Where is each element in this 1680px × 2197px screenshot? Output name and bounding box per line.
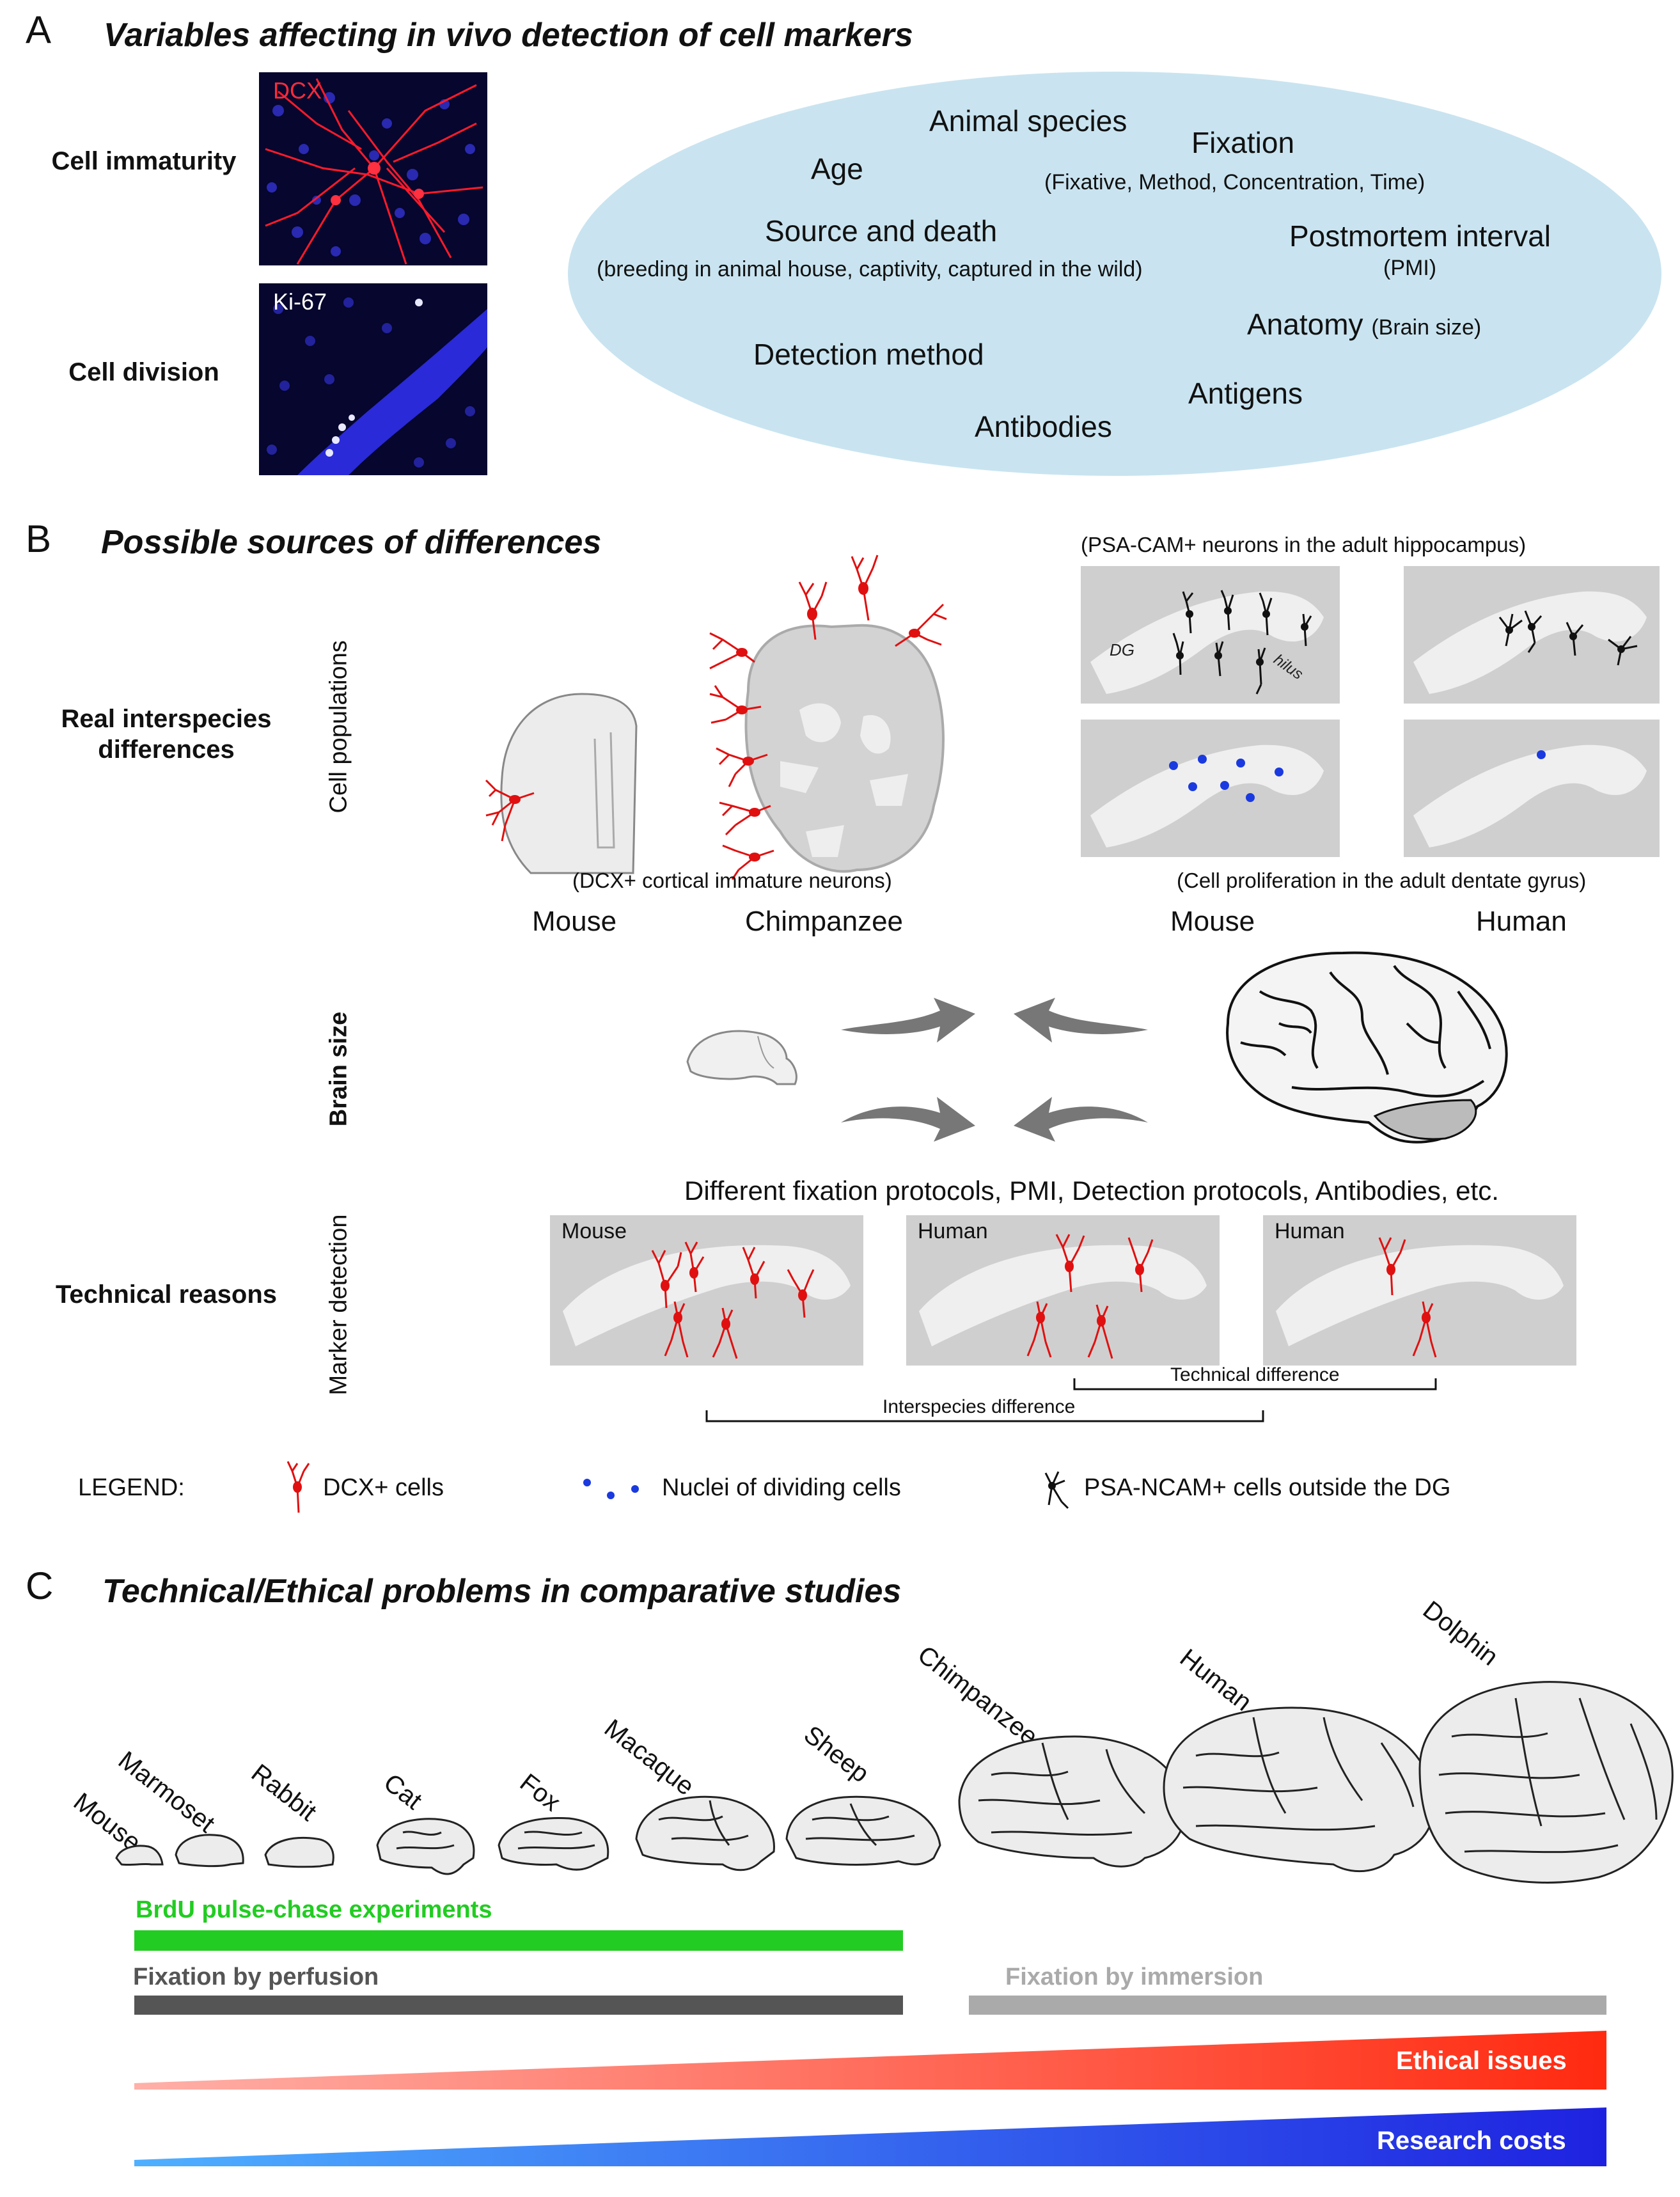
var-antibodies: Antibodies — [975, 410, 1112, 443]
marker-human-box-1: Human — [906, 1215, 1220, 1366]
panel-b-letter: B — [26, 517, 52, 560]
perfusion-bar — [134, 1996, 903, 2015]
ki67-micrograph: Ki-67 — [259, 283, 487, 475]
brain-cat — [376, 1818, 475, 1875]
marker-detection-vertical-label: Marker detection — [325, 1214, 352, 1396]
dcx-micrograph: DCX — [259, 72, 487, 265]
var-source-detail: (breeding in animal house, captivity, ca… — [597, 257, 1143, 281]
brain-rabbit — [264, 1836, 334, 1868]
panel-a-title: Variables affecting in vivo detection of… — [104, 17, 913, 54]
brain-dolphin — [1418, 1681, 1674, 1884]
marker-human-box-2: Human — [1263, 1215, 1576, 1366]
species-chimpanzee: Chimpanzee — [745, 906, 904, 937]
protocols-text: Different fixation protocols, PMI, Detec… — [684, 1176, 1499, 1206]
mouse-coronal-section — [485, 693, 638, 874]
proliferation-caption: (Cell proliferation in the adult dentate… — [1177, 869, 1587, 892]
cell-immaturity-label: Cell immaturity — [51, 147, 237, 175]
legend-nuclei-icon — [583, 1479, 639, 1499]
brain-chimpanzee — [958, 1735, 1186, 1868]
research-costs-label: Research costs — [1377, 2127, 1566, 2155]
var-age: Age — [811, 152, 863, 185]
legend-dcx-text: DCX+ cells — [323, 1474, 444, 1501]
species-mouse-2: Mouse — [1170, 906, 1255, 937]
var-source-death: Source and death — [765, 214, 998, 248]
dcx-caption: (DCX+ cortical immature neurons) — [572, 869, 892, 892]
variables-ellipse: Animal species Age Fixation (Fixative, M… — [568, 72, 1661, 476]
marker-human-box-2-label: Human — [1275, 1219, 1345, 1243]
chimpanzee-coronal-section — [709, 555, 947, 880]
technical-difference-label: Technical difference — [1170, 1364, 1340, 1385]
panel-b-title: Possible sources of differences — [101, 524, 602, 561]
hilus-label: hilus — [1271, 651, 1307, 683]
var-antigens: Antigens — [1188, 377, 1303, 410]
panel-c-title: Technical/Ethical problems in comparativ… — [102, 1573, 902, 1610]
legend-psa-text: PSA-NCAM+ cells outside the DG — [1084, 1474, 1451, 1501]
psa-mouse-box: DG hilus — [1081, 566, 1340, 704]
cell-populations-vertical-label: Cell populations — [325, 640, 352, 814]
immersion-label: Fixation by immersion — [1005, 1964, 1264, 1990]
research-costs-wedge — [134, 2107, 1606, 2166]
ethical-issues-label: Ethical issues — [1396, 2047, 1567, 2075]
cell-division-label: Cell division — [68, 358, 219, 386]
difference-brackets — [705, 1378, 1437, 1422]
legend-dcx-icon — [287, 1461, 310, 1513]
panel-a-letter: A — [26, 8, 52, 51]
dg-label: DG — [1110, 640, 1134, 659]
marker-human-box-1-label: Human — [918, 1219, 988, 1243]
brain-marmoset — [175, 1834, 244, 1868]
brain-size-arrows — [841, 998, 1148, 1142]
var-pmi: Postmortem interval — [1289, 219, 1551, 253]
var-anatomy-detail: (Brain size) — [1371, 315, 1482, 340]
marker-mouse-box-label: Mouse — [561, 1219, 627, 1243]
dcx-image-label: DCX — [273, 77, 322, 104]
ethical-issues-wedge — [134, 2031, 1606, 2090]
technical-reasons-label: Technical reasons — [55, 1280, 278, 1309]
psa-human-box — [1404, 566, 1660, 704]
brain-fox — [498, 1817, 609, 1871]
var-fixation-detail: (Fixative, Method, Concentration, Time) — [1044, 170, 1425, 194]
brain-macaque — [635, 1795, 775, 1871]
proliferation-mouse-box — [1081, 720, 1340, 857]
brain-mouse — [115, 1845, 164, 1866]
c-species-dolphin: Dolphin — [1417, 1595, 1503, 1671]
legend-title: LEGEND: — [78, 1474, 185, 1501]
marker-mouse-box: Mouse — [550, 1215, 863, 1366]
var-pmi-abbr: (PMI) — [1383, 256, 1437, 280]
species-human: Human — [1476, 906, 1567, 937]
brain-size-vertical-label: Brain size — [325, 1011, 352, 1127]
legend-psa-icon — [1044, 1471, 1069, 1509]
brdu-bar — [134, 1930, 903, 1951]
perfusion-label: Fixation by perfusion — [133, 1964, 379, 1990]
comparative-brains-row — [115, 1681, 1674, 1884]
var-anatomy: Anatomy (Brain size) — [1247, 307, 1481, 342]
immersion-bar — [969, 1996, 1606, 2015]
real-differences-label: Real interspecies differences — [61, 705, 272, 764]
large-human-brain — [1226, 951, 1508, 1144]
psa-caption: (PSA-CAM+ neurons in the adult hippocamp… — [1081, 533, 1527, 556]
var-anatomy-name: Anatomy — [1247, 308, 1363, 341]
legend-nuclei-text: Nuclei of dividing cells — [662, 1474, 901, 1501]
var-fixation: Fixation — [1191, 126, 1295, 159]
species-mouse-1: Mouse — [532, 906, 617, 937]
var-detection-method: Detection method — [753, 338, 984, 371]
ki67-image-label: Ki-67 — [273, 288, 327, 315]
proliferation-human-box — [1404, 720, 1660, 857]
small-mouse-brain — [686, 1030, 797, 1085]
var-animal-species: Animal species — [929, 104, 1127, 138]
brdu-label: BrdU pulse-chase experiments — [136, 1896, 492, 1923]
panel-c-letter: C — [26, 1564, 54, 1607]
interspecies-difference-label: Interspecies difference — [883, 1396, 1076, 1417]
